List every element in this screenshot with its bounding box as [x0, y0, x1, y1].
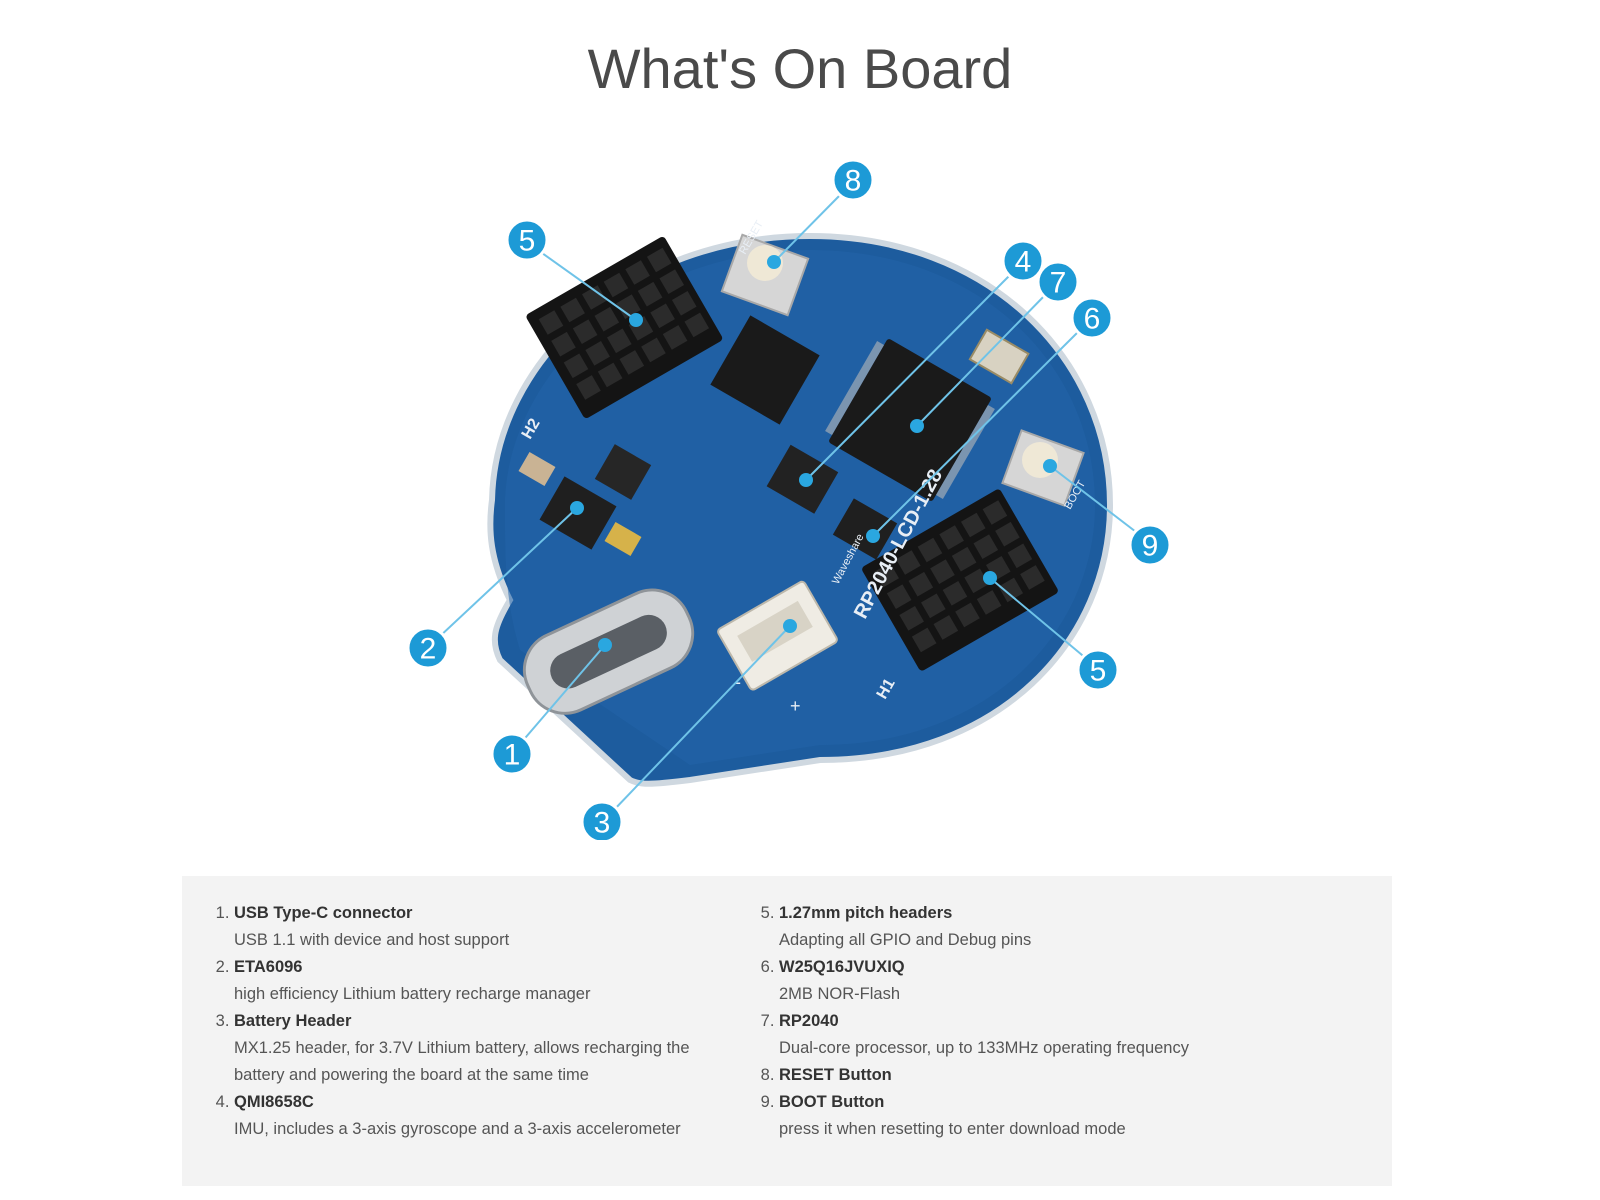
callout-9: 9	[1128, 523, 1172, 567]
svg-text:4: 4	[1015, 246, 1032, 279]
cap-component	[518, 451, 556, 487]
crystal	[968, 328, 1030, 385]
header-h2	[526, 237, 723, 418]
page-title: What's On Board	[587, 37, 1013, 100]
header-h1	[862, 489, 1058, 671]
callout-2: 2	[406, 626, 450, 670]
svg-text:1: 1	[504, 739, 521, 772]
board-diagram: H2 H1 - + RESET	[406, 158, 1172, 840]
flash-chip	[832, 498, 898, 560]
svg-text:7: 7	[1050, 267, 1067, 300]
callout-8: 8	[831, 158, 875, 202]
reset-button	[720, 233, 810, 317]
callout-6: 6	[1070, 296, 1114, 340]
leader-lines	[437, 189, 1141, 813]
cap-component	[604, 521, 642, 557]
svg-text:5: 5	[519, 225, 536, 258]
callout-3: 3	[580, 800, 624, 840]
silk-minus: -	[735, 672, 741, 692]
svg-text:2: 2	[420, 633, 437, 666]
silk-plus: +	[790, 696, 801, 716]
leader-dots	[570, 255, 1057, 652]
ic-chip	[710, 315, 820, 425]
list-item: RESET Button	[779, 1062, 1367, 1089]
svg-text:8: 8	[845, 165, 862, 198]
svg-text:3: 3	[594, 807, 611, 840]
svg-text:5: 5	[1090, 655, 1107, 688]
small-component	[594, 444, 652, 500]
svg-text:9: 9	[1142, 530, 1159, 563]
callout-5-left: 5	[505, 218, 549, 262]
callout-5-right: 5	[1076, 648, 1120, 692]
usb-c-connector	[522, 588, 695, 715]
callout-7: 7	[1036, 260, 1080, 304]
callout-4: 4	[1001, 239, 1045, 283]
battery-header	[717, 580, 838, 691]
svg-text:6: 6	[1084, 303, 1101, 336]
callout-1: 1	[490, 732, 534, 776]
